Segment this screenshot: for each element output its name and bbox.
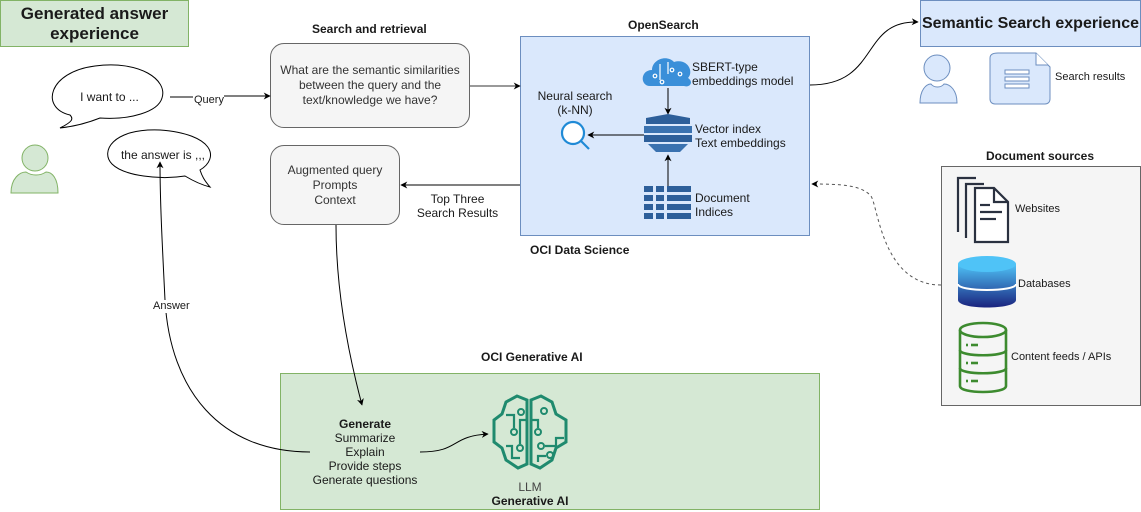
augmented-line: Context (314, 192, 356, 207)
answer-edge-label: Answer (153, 300, 190, 313)
query-edge-label: Query (194, 94, 224, 107)
llm-brain-icon (492, 394, 568, 470)
search-retrieval-title: Search and retrieval (312, 22, 427, 36)
document-sources-title: Document sources (986, 149, 1095, 163)
neural-line: Neural search (537, 89, 613, 103)
augmented-to-generate-edge (335, 224, 364, 406)
task-item: Explain (345, 445, 385, 459)
task-item: Provide steps (328, 459, 402, 473)
generative-ai-title: OCI Generative AI (481, 350, 583, 364)
model-line: embeddings model (692, 74, 794, 88)
task-item: Generate questions (312, 473, 418, 487)
generate-tasks-list: Generate Summarize Explain Provide steps… (300, 417, 430, 487)
top-results-line: Top Three (430, 192, 485, 206)
neural-search-label: Neural search (k-NN) (535, 89, 615, 117)
question-line: text/knowledge we have? (302, 93, 438, 107)
llm-text: LLM (518, 480, 542, 494)
augmented-query-box: Augmented query Prompts Context (270, 145, 400, 225)
model-line: SBERT-type (692, 60, 758, 74)
answer-edge (156, 161, 311, 453)
oci-data-science-label: OCI Data Science (530, 243, 630, 257)
generated-answer-title-text: Generated answer experience (20, 3, 169, 43)
query-bubble-text: I want to ... (80, 90, 139, 104)
search-icon (560, 120, 590, 150)
document-indices-icon (644, 186, 691, 219)
generate-heading: Generate (338, 417, 392, 431)
top-results-edge-label: Top Three Search Results (410, 192, 505, 220)
user-icon (10, 144, 59, 194)
generate-to-llm-edge (419, 430, 489, 453)
database-icon (957, 256, 1017, 308)
augmented-line: Augmented query (287, 162, 383, 177)
vector-line: Vector index (695, 122, 762, 136)
opensearch-to-semantic-edge (809, 18, 919, 86)
vector-line: Text embeddings (695, 136, 786, 150)
content-feeds-icon (958, 321, 1008, 394)
llm-name: Generative AI (491, 494, 569, 508)
vector-index-label: Vector index Text embeddings (695, 122, 786, 150)
neural-line: (k-NN) (557, 103, 593, 117)
augmented-line: Prompts (312, 177, 358, 192)
cloud-model-icon (642, 58, 691, 87)
query-speech-bubble (51, 64, 164, 129)
vector-index-icon (644, 114, 692, 152)
source-content-feeds-label: Content feeds / APIs (1011, 351, 1112, 363)
generative-ai-container (280, 373, 820, 510)
semantic-user-icon (919, 54, 958, 104)
answer-bubble-text: the answer is ,,, (120, 148, 206, 162)
similarity-question-box: What are the semantic similarities betwe… (270, 43, 470, 128)
answer-speech-bubble (107, 129, 212, 188)
question-line: What are the semantic similarities (280, 63, 460, 77)
source-databases-label: Databases (1018, 278, 1071, 290)
search-results-document-icon (989, 52, 1051, 105)
generated-answer-title: Generated answer experience (0, 0, 189, 47)
search-results-label: Search results (1055, 71, 1126, 83)
task-item: Summarize (334, 431, 396, 445)
docidx-line: Document (695, 191, 750, 205)
llm-label: LLM Generative AI (480, 480, 580, 508)
docidx-line: Indices (695, 205, 734, 219)
question-line: between the query and the (298, 78, 442, 92)
embeddings-model-label: SBERT-type embeddings model (692, 60, 793, 88)
sources-to-opensearch-edge (811, 180, 942, 286)
websites-icon (956, 176, 1010, 244)
opensearch-title: OpenSearch (628, 18, 699, 32)
source-websites-label: Websites (1015, 203, 1061, 215)
document-indices-label: Document Indices (695, 191, 750, 219)
top-results-line: Search Results (416, 206, 499, 220)
